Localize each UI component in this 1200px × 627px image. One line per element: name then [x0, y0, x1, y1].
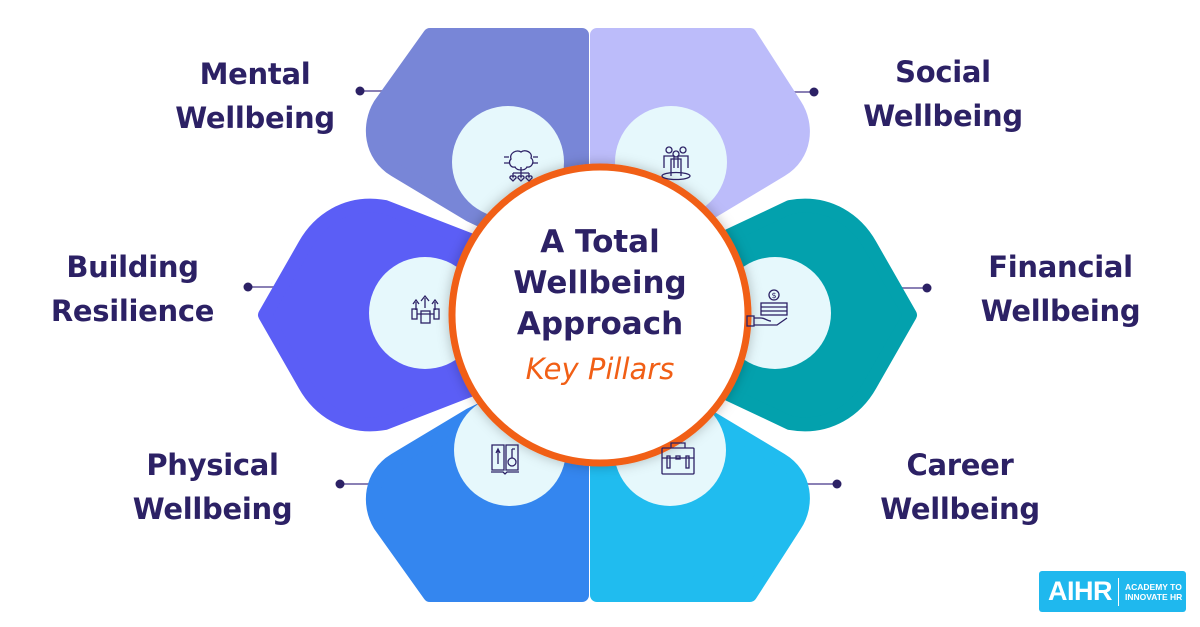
center-circle: [448, 163, 752, 467]
hand-money-icon: $: [746, 289, 788, 327]
center-title-line-1: A Total: [540, 224, 660, 260]
label-mental-line-1: Mental: [199, 57, 311, 91]
connector-dot-resilience: [243, 282, 253, 292]
center-title: A Total Wellbeing Approach: [450, 222, 750, 345]
center-title-line-2: Wellbeing: [513, 265, 687, 301]
logo-tagline-line-2: INNOVATE HR: [1125, 591, 1183, 602]
label-social-line-2: Wellbeing: [863, 99, 1023, 133]
label-financial-line-2: Wellbeing: [980, 294, 1141, 328]
svg-text:$: $: [772, 291, 777, 300]
logo-tagline: ACADEMY TO INNOVATE HR: [1125, 582, 1182, 602]
connector-dot-mental: [355, 86, 365, 96]
label-resilience-line-2: Resilience: [50, 294, 215, 328]
label-physical-line-2: Wellbeing: [132, 492, 293, 526]
book-health-icon: [491, 444, 519, 475]
label-mental-line-2: Wellbeing: [175, 101, 335, 135]
center-title-line-3: Approach: [516, 306, 684, 342]
connector-dot-physical: [335, 479, 345, 489]
logo-main-text: AIHR: [1048, 576, 1113, 606]
label-social: Social Wellbeing: [838, 50, 1048, 138]
center-text: A Total Wellbeing Approach Key Pillars: [450, 222, 750, 391]
center-subtitle: Key Pillars: [525, 352, 675, 386]
connector-dot-social: [809, 87, 819, 97]
label-career-line-2: Wellbeing: [880, 492, 1040, 526]
label-financial: Financial Wellbeing: [948, 245, 1173, 333]
label-resilience-line-1: Building: [66, 250, 199, 284]
aihr-logo: AIHR ACADEMY TO INNOVATE HR: [1039, 571, 1186, 612]
logo-tagline-line-1: ACADEMY TO: [1125, 581, 1182, 592]
briefcase-icon: [661, 442, 695, 475]
logo-divider: [1118, 577, 1119, 606]
connector-dot-career: [832, 479, 842, 489]
label-career: Career Wellbeing: [855, 443, 1065, 531]
label-financial-line-1: Financial: [988, 250, 1133, 284]
label-resilience: Building Resilience: [20, 245, 245, 333]
label-career-line-1: Career: [906, 448, 1014, 482]
label-social-line-1: Social: [895, 55, 991, 89]
connector-dot-financial: [922, 283, 932, 293]
brain-hearts-icon: [504, 150, 538, 182]
label-physical-line-1: Physical: [146, 448, 279, 482]
dumbbell-arrows-icon: [411, 294, 440, 324]
label-mental: Mental Wellbeing: [150, 52, 360, 140]
label-physical: Physical Wellbeing: [100, 443, 325, 531]
group-people-icon: [661, 146, 691, 181]
